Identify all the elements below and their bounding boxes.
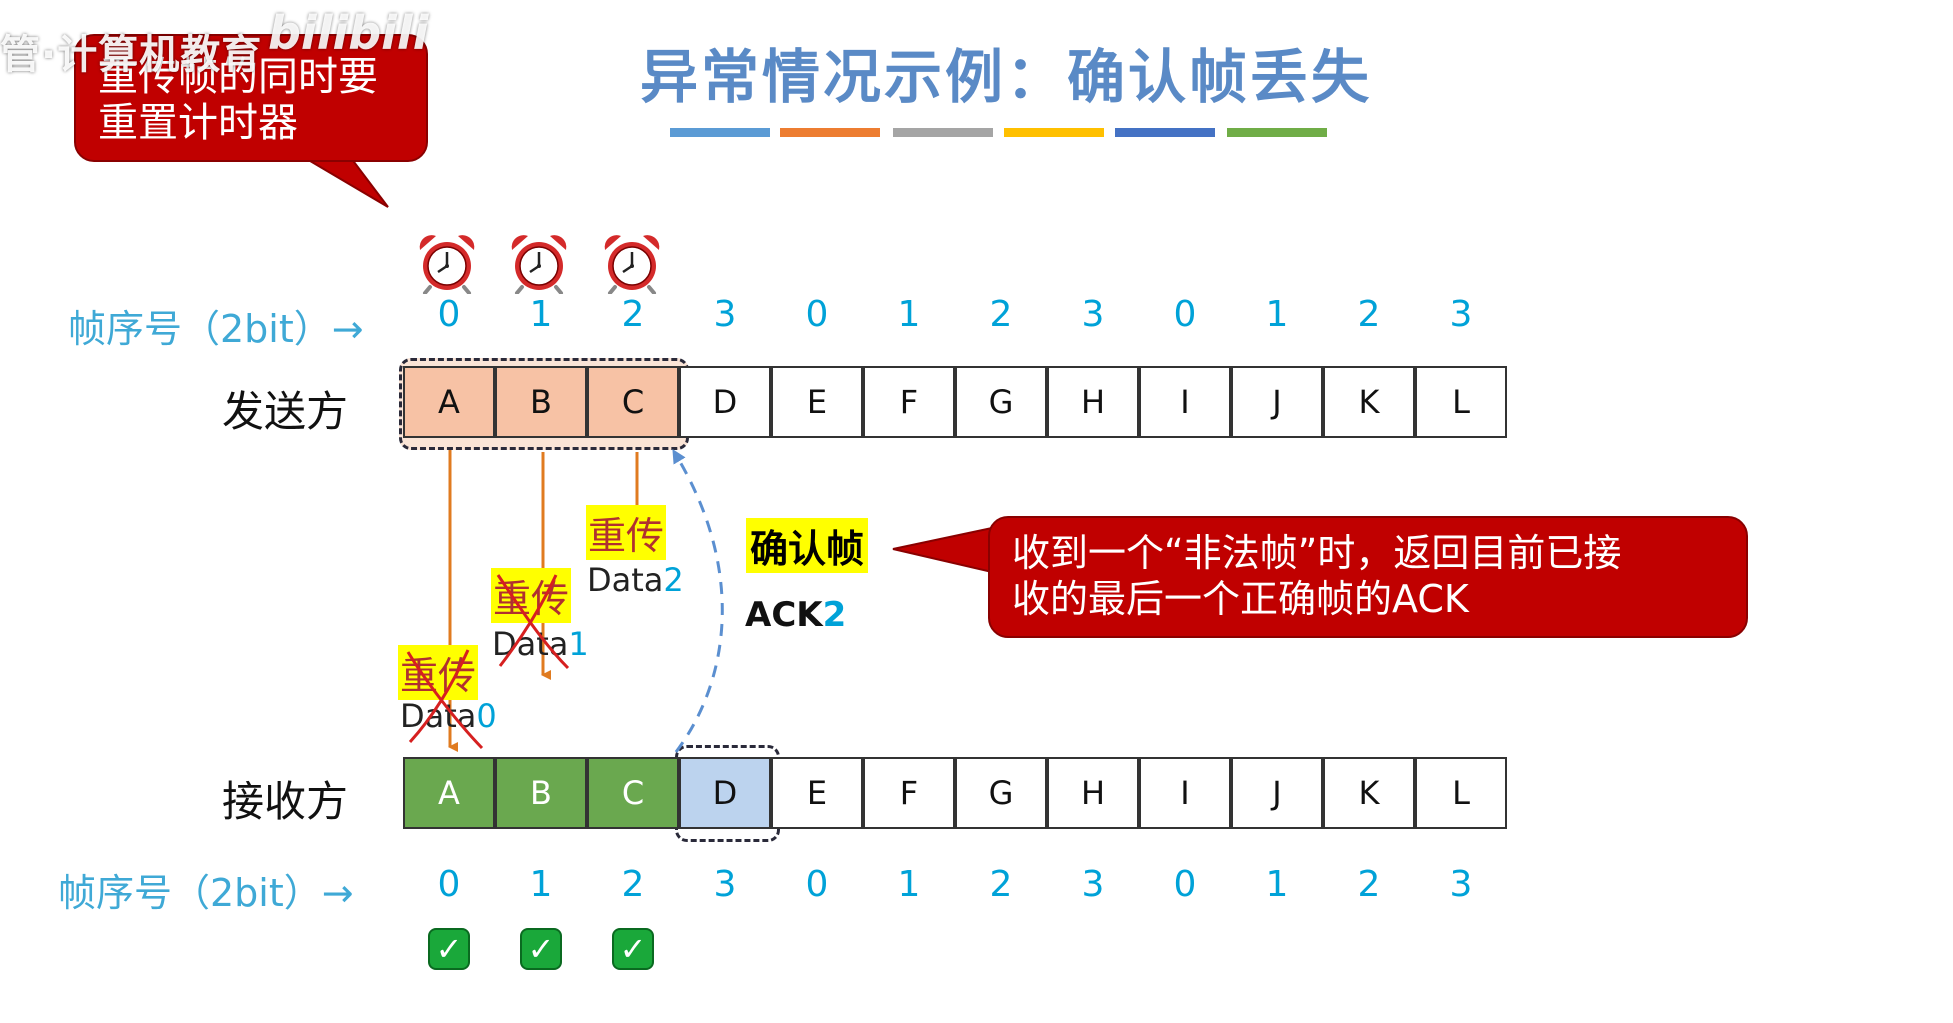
seq-number: 3 (1081, 864, 1105, 905)
receiver-frame: I (1139, 757, 1231, 829)
receiver-frame: A (403, 757, 495, 829)
retransmit-label-2: 重传 (586, 505, 667, 560)
receiver-frame: E (771, 757, 863, 829)
seq-number: 3 (1449, 864, 1473, 905)
sender-frame: E (771, 366, 863, 438)
alarm-clock-icon (604, 235, 660, 294)
callout-timer-box (74, 34, 428, 162)
check-mark-icon: ✓ (614, 930, 652, 968)
receiver-seq-label: 帧序号（2bit）→ (58, 871, 354, 915)
callout-timer-line2: 重置计时器 (98, 100, 298, 146)
receiver-frame: L (1415, 757, 1507, 829)
seq-number: 0 (437, 294, 461, 335)
sender-frame: B (495, 366, 587, 438)
retransmit-label-1: 重传 (491, 568, 572, 623)
sender-frame: C (587, 366, 679, 438)
seq-number: 0 (805, 864, 829, 905)
sender-frame: H (1047, 366, 1139, 438)
sender-frame: L (1415, 366, 1507, 438)
seq-number: 0 (1173, 864, 1197, 905)
seq-number: 2 (989, 294, 1013, 335)
data-prefix: Data (587, 561, 664, 599)
seq-number: 0 (1173, 294, 1197, 335)
check-mark-icon: ✓ (522, 930, 560, 968)
alarm-clock-icon (419, 235, 475, 294)
data-number: 2 (663, 561, 684, 599)
receiver-frames: A B C D E F G H I J K L (403, 757, 1507, 829)
receiver-frame: G (955, 757, 1047, 829)
data-number: 1 (568, 625, 589, 663)
seq-number: 2 (1357, 864, 1381, 905)
seq-number: 2 (989, 864, 1013, 905)
seq-number: 0 (437, 864, 461, 905)
seq-number: 1 (529, 294, 553, 335)
ack-prefix: ACK (745, 595, 823, 635)
bilibili-logo: bilibili (268, 6, 429, 60)
cross-out-data1 (498, 574, 558, 667)
ack-number: 2 (822, 595, 847, 635)
title-bar (1227, 128, 1327, 137)
seq-number: 1 (897, 294, 921, 335)
receiver-frame-expected: D (679, 757, 771, 829)
receiver-frame: F (863, 757, 955, 829)
title-bar (670, 128, 770, 137)
receiver-frame: K (1323, 757, 1415, 829)
title-bar (1115, 128, 1215, 137)
receiver-frame: J (1231, 757, 1323, 829)
ack-frame-label: 确认帧 (746, 518, 869, 573)
cross-out-data0 (408, 649, 470, 744)
sender-seq-label: 帧序号（2bit）→ (68, 307, 364, 351)
ack-label: ACK2 (745, 595, 846, 635)
receiver-label: 接收方 (222, 777, 349, 826)
page-title: 异常情况示例：确认帧丢失 (640, 43, 1373, 111)
watermark-text: 管·计算机教育 (0, 32, 263, 78)
sender-frame: J (1231, 366, 1323, 438)
alarm-clock-icon (511, 235, 567, 294)
receiver-frame: C (587, 757, 679, 829)
seq-number: 0 (805, 294, 829, 335)
seq-number: 1 (897, 864, 921, 905)
seq-number: 2 (1357, 294, 1381, 335)
sender-frame: F (863, 366, 955, 438)
seq-number: 3 (713, 864, 737, 905)
seq-number: 1 (529, 864, 553, 905)
sender-frame: K (1323, 366, 1415, 438)
title-bar (780, 128, 880, 137)
sender-frame: G (955, 366, 1047, 438)
callout-ack-text: 收到一个“非法帧”时，返回目前已接 收的最后一个正确帧的ACK (1012, 530, 1742, 622)
callout-timer-line1: 重传帧的同时要 (98, 54, 378, 100)
receiver-frame: H (1047, 757, 1139, 829)
seq-number: 1 (1265, 864, 1289, 905)
seq-number: 3 (713, 294, 737, 335)
receiver-frame: B (495, 757, 587, 829)
cross-out-data1 (496, 574, 570, 670)
data-number: 0 (476, 697, 497, 735)
callout-ack-line2: 收的最后一个正确帧的ACK (1012, 577, 1469, 621)
callout-ack-line1: 收到一个“非法帧”时，返回目前已接 (1012, 531, 1622, 575)
seq-number: 3 (1081, 294, 1105, 335)
check-mark-icon: ✓ (430, 930, 468, 968)
data2-label: Data2 (587, 561, 684, 599)
sender-frames: A B C D E F G H I J K L (403, 366, 1507, 438)
sender-frame: I (1139, 366, 1231, 438)
seq-number: 2 (621, 294, 645, 335)
seq-number: 1 (1265, 294, 1289, 335)
sender-frame: A (403, 366, 495, 438)
seq-number: 3 (1449, 294, 1473, 335)
title-bar (1004, 128, 1104, 137)
callout-ack-box (988, 516, 1748, 638)
callout-timer-text: 重传帧的同时要 重置计时器 (98, 54, 428, 146)
seq-number: 2 (621, 864, 645, 905)
title-bar (893, 128, 993, 137)
sender-label: 发送方 (222, 387, 349, 436)
sender-frame: D (679, 366, 771, 438)
